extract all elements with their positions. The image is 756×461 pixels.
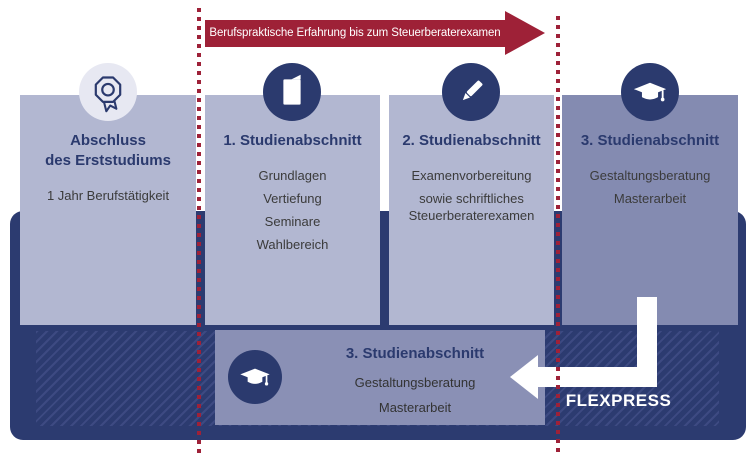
- column-title: 1. Studienabschnitt: [223, 132, 362, 149]
- banner-arrowhead: [505, 11, 545, 55]
- pen-icon: [442, 63, 500, 121]
- flexpress-arrowhead-icon: [510, 355, 538, 399]
- graduation-cap-icon: [621, 63, 679, 121]
- column-title: 3. Studienabschnitt: [580, 132, 720, 149]
- graduation-cap-icon: [228, 350, 282, 404]
- banner-arrow: Berufspraktische Erfahrung bis zum Steue…: [205, 20, 505, 47]
- column-item: Gestaltungsberatung: [589, 168, 711, 183]
- flexpress-label: FLEXPRESS: [565, 391, 672, 410]
- column-item: Masterarbeit: [613, 191, 687, 206]
- column-studienabschnitt-1: 1. Studienabschnitt Grundlagen Vertiefun…: [205, 95, 380, 325]
- column-item: Vertiefung: [263, 191, 322, 206]
- box-item: Gestaltungsberatung: [354, 375, 476, 390]
- column-title: 2. Studienabschnitt: [402, 132, 541, 149]
- booklet-icon: [263, 63, 321, 121]
- dotted-line-right: [556, 16, 560, 456]
- column-item: Grundlagen: [258, 168, 327, 183]
- column-item: Examenvorbereitung: [411, 168, 532, 183]
- dotted-line-left: [197, 8, 201, 456]
- banner-label: Berufspraktische Erfahrung bis zum Steue…: [209, 27, 501, 39]
- column-studienabschnitt-3: 3. Studienabschnitt Gestaltungsberatung …: [562, 95, 738, 325]
- flexpress-studienabschnitt-box: 3. Studienabschnitt Gestaltungsberatung …: [215, 330, 545, 425]
- rosette-award-icon: [79, 63, 137, 121]
- flexpress-arrow-vertical: [637, 297, 657, 387]
- column-title: Abschluss des Erststudiums: [45, 132, 171, 169]
- column-item: Wahlbereich: [256, 237, 329, 252]
- column-erststudium: Abschluss des Erststudiums 1 Jahr Berufs…: [20, 95, 196, 325]
- box-title: 3. Studienabschnitt: [345, 345, 485, 362]
- column-item: sowie schriftliches Steuerberaterexamen: [408, 191, 535, 223]
- box-item: Masterarbeit: [378, 400, 452, 415]
- column-item: 1 Jahr Berufstätigkeit: [46, 188, 170, 203]
- column-item: Seminare: [264, 214, 321, 229]
- flexpress-arrow-horizontal: [538, 367, 657, 387]
- column-studienabschnitt-2: 2. Studienabschnitt Examenvorbereitung s…: [389, 95, 554, 325]
